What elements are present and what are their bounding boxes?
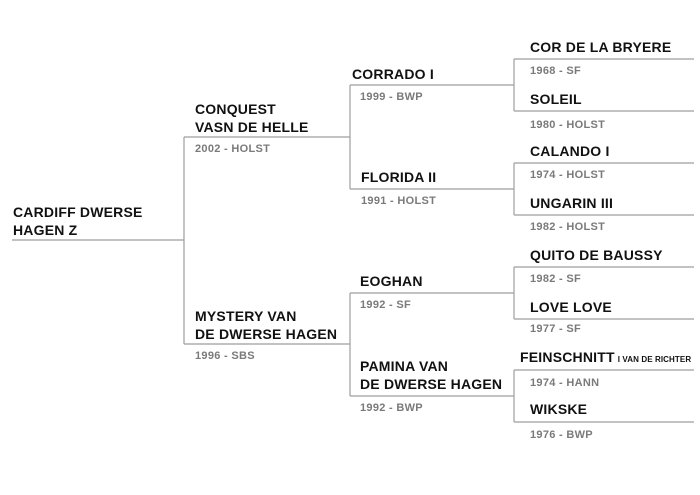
sd-dam-info: 1982 - HOLST	[530, 221, 606, 233]
sire-name-line1: CONQUEST	[195, 101, 276, 117]
subject-name-line1: CARDIFF DWERSE	[13, 204, 143, 220]
sire-dam-name: FLORIDA II	[361, 169, 437, 185]
dd-sire-suffix: I VAN DE RICHTER	[617, 355, 692, 364]
ss-sire-info: 1968 - SF	[530, 65, 582, 77]
dam-dam-info: 1992 - BWP	[360, 402, 423, 414]
dd-dam-info: 1976 - BWP	[530, 429, 593, 441]
dam-dam-name-line2: DE DWERSE HAGEN	[360, 376, 503, 392]
sire-info: 2002 - HOLST	[195, 143, 271, 155]
ds-sire-name: QUITO DE BAUSSY	[530, 247, 663, 263]
dam-info: 1996 - SBS	[195, 350, 255, 362]
subject-node: CARDIFF DWERSE HAGEN Z	[13, 203, 143, 239]
dd-dam-name: WIKSKE	[530, 401, 588, 417]
sd-sire-info: 1974 - HOLST	[530, 169, 606, 181]
sire-dam-info: 1991 - HOLST	[361, 195, 437, 207]
dd-sire-info: 1974 - HANN	[530, 377, 600, 389]
ds-sire-info: 1982 - SF	[530, 273, 582, 285]
sd-dam-name: UNGARIN III	[530, 195, 614, 211]
dam-dam-node: PAMINA VAN DE DWERSE HAGEN	[360, 357, 502, 393]
dam-name-line1: MYSTERY VAN	[195, 308, 297, 324]
sd-sire-name: CALANDO I	[530, 143, 610, 159]
ds-dam-name: LOVE LOVE	[530, 299, 612, 315]
sire-node: CONQUEST VASN DE HELLE	[195, 100, 309, 136]
dd-sire-name: FEINSCHNITT	[520, 349, 615, 365]
sire-sire-info: 1999 - BWP	[360, 91, 423, 103]
ss-sire-name: COR DE LA BRYERE	[530, 39, 672, 55]
dam-name-line2: DE DWERSE HAGEN	[195, 326, 338, 342]
ss-dam-info: 1980 - HOLST	[530, 119, 606, 131]
dam-dam-name-line1: PAMINA VAN	[360, 358, 449, 374]
dam-sire-info: 1992 - SF	[360, 299, 412, 311]
ds-dam-info: 1977 - SF	[530, 323, 582, 335]
sire-name-line2: VASN DE HELLE	[195, 119, 309, 135]
dam-node: MYSTERY VAN DE DWERSE HAGEN	[195, 307, 337, 343]
ss-dam-name: SOLEIL	[530, 91, 582, 107]
subject-name-line2: HAGEN Z	[13, 222, 78, 238]
dam-sire-name: EOGHAN	[360, 273, 423, 289]
sire-sire-name: CORRADO I	[352, 66, 434, 82]
